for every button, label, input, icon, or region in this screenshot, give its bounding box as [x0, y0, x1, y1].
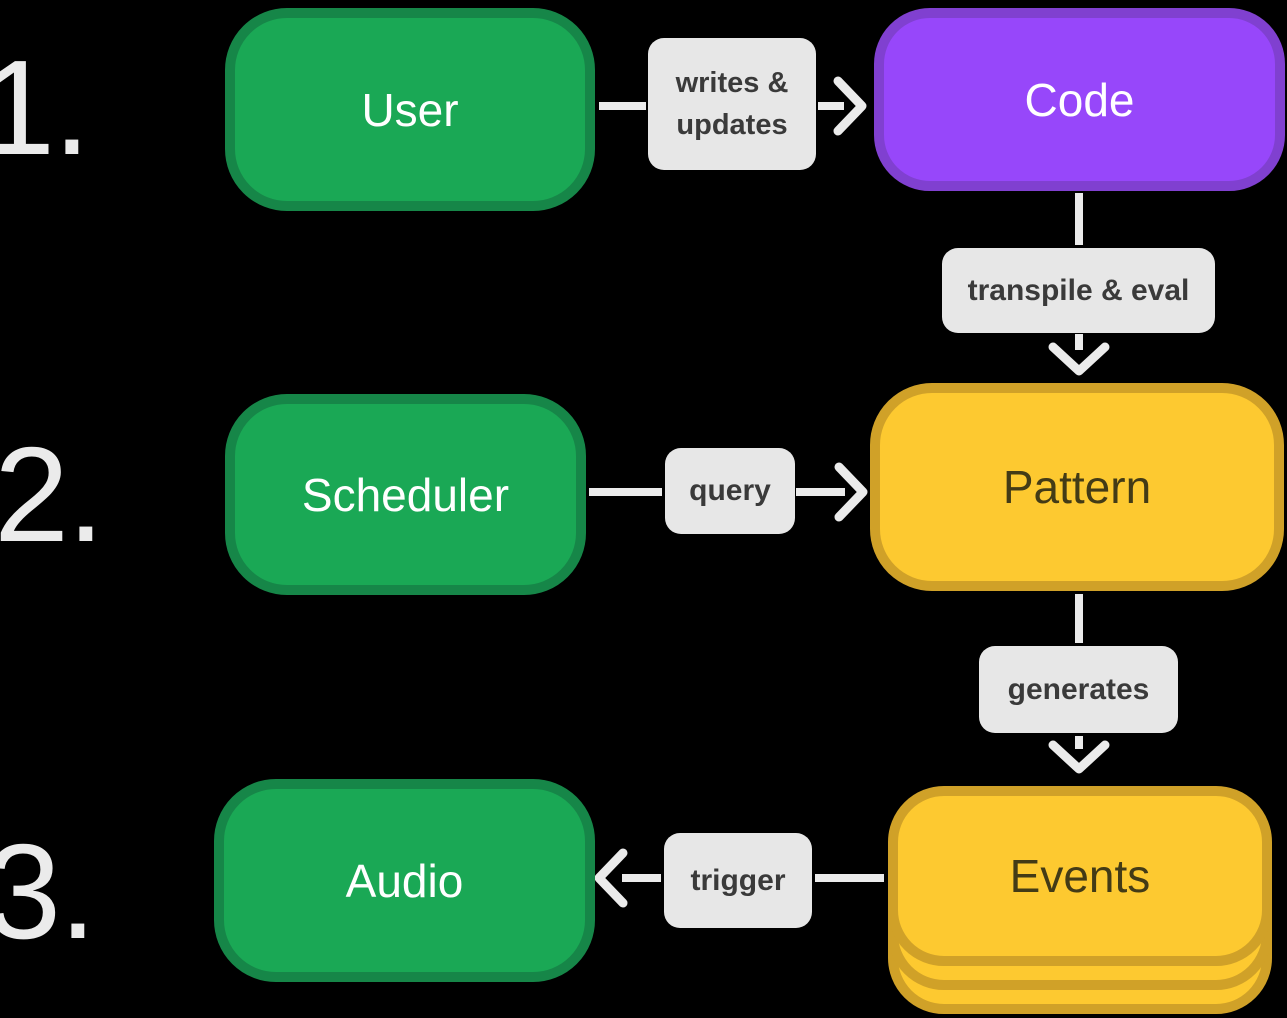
node-user: User	[225, 8, 595, 211]
arrow-head-into-events	[1048, 740, 1110, 774]
edge-label-writes-updates-line1: writes &	[675, 66, 789, 99]
step-number-3: 3.	[0, 816, 97, 967]
node-scheduler: Scheduler	[225, 394, 586, 595]
node-code: Code	[874, 8, 1285, 191]
edge-label-writes-updates: writes & updates	[648, 38, 816, 170]
node-pattern-label: Pattern	[1002, 461, 1152, 513]
arrow-head-into-pattern-side	[834, 462, 868, 522]
step-number-1: 1.	[0, 32, 91, 183]
node-code-label: Code	[1024, 73, 1135, 126]
arrow-head-into-pattern-top	[1048, 342, 1110, 376]
arrow-head-into-code	[833, 76, 867, 136]
node-audio: Audio	[214, 779, 595, 982]
node-events: Events	[888, 786, 1272, 966]
node-events-label: Events	[1009, 850, 1151, 902]
step-number-2: 2.	[0, 419, 105, 570]
edge-label-query-text: query	[689, 474, 771, 508]
node-pattern: Pattern	[870, 383, 1284, 591]
edge-label-trigger: trigger	[664, 833, 812, 928]
node-audio-label: Audio	[345, 854, 464, 907]
edge-label-generates-text: generates	[1007, 672, 1150, 706]
edge-label-trigger-text: trigger	[690, 863, 786, 897]
edge-label-generates: generates	[979, 646, 1178, 733]
node-scheduler-label: Scheduler	[301, 468, 510, 521]
edge-label-transpile-eval-text: transpile & eval	[967, 273, 1190, 307]
edge-label-transpile-eval: transpile & eval	[942, 248, 1215, 333]
node-user-label: User	[361, 83, 459, 136]
arrow-head-into-audio	[594, 848, 628, 908]
edge-label-query: query	[665, 448, 795, 534]
edge-label-writes-updates-line2: updates	[676, 109, 788, 141]
